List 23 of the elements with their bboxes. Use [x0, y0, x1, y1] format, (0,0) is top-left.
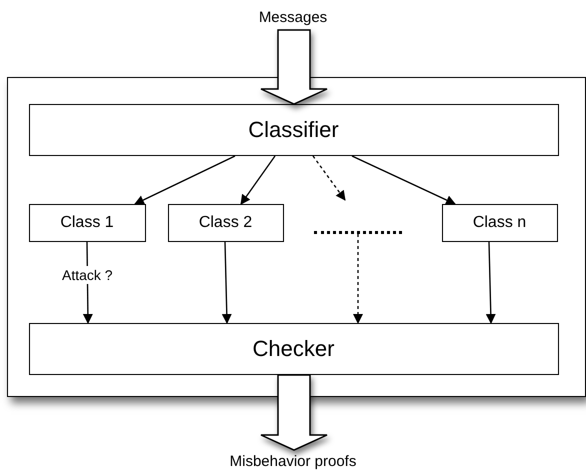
- block-arrow: [260, 374, 328, 451]
- arrow: [486, 242, 496, 324]
- box-label: Classifier: [248, 116, 339, 142]
- flow-label: Misbehavior proofs: [230, 452, 356, 470]
- arrow: [134, 155, 236, 205]
- process-box: [28, 204, 146, 242]
- box-label: Class n: [472, 214, 526, 232]
- arrow: [240, 156, 276, 205]
- container-box: [7, 77, 586, 397]
- edge-label: Attack ?: [60, 266, 115, 284]
- process-box: [168, 204, 284, 242]
- process-box: [28, 104, 558, 156]
- arrow: [352, 155, 456, 205]
- box-label: Class 1: [60, 214, 114, 232]
- box-label: Class 2: [198, 214, 252, 232]
- arrow: [312, 156, 346, 201]
- block-arrow: [260, 29, 328, 105]
- box-label: Checker: [252, 336, 334, 362]
- flow-label: Messages: [258, 8, 328, 26]
- arrow: [222, 242, 232, 324]
- process-box: [442, 204, 558, 242]
- process-box: [28, 322, 558, 374]
- arrow: [353, 234, 363, 324]
